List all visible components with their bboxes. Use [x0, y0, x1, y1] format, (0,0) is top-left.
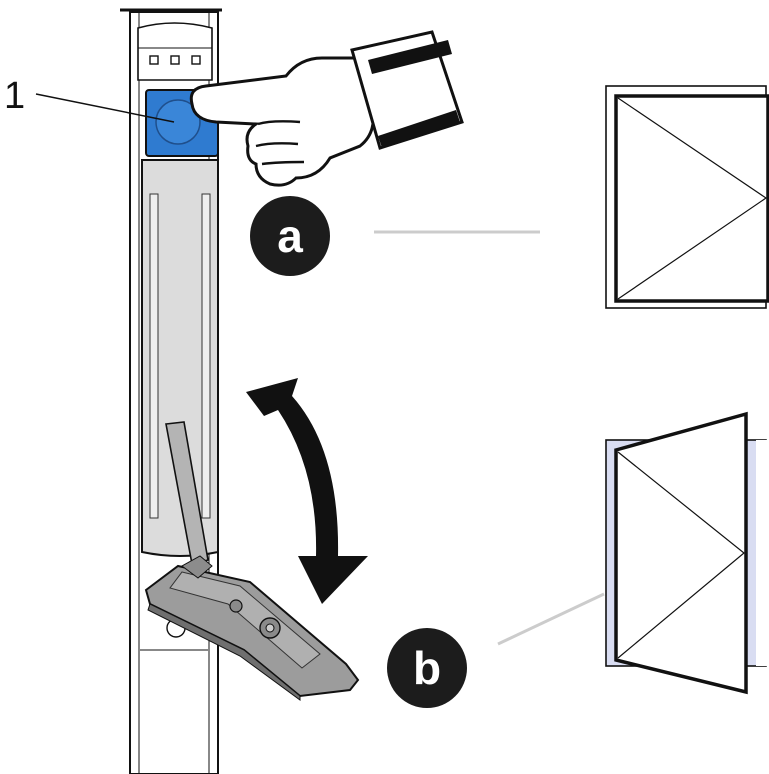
tilted-window-icon — [605, 411, 769, 695]
step-callout-b: b — [387, 592, 605, 708]
reference-label: 1 — [4, 75, 175, 123]
pointing-hand-icon — [189, 30, 464, 187]
handle-lever — [144, 421, 360, 701]
double-arrow-icon — [246, 378, 368, 604]
handle-cover — [141, 159, 219, 557]
step-label-a: a — [277, 210, 303, 262]
step-callout-a: a — [250, 196, 540, 276]
leader-line-b — [497, 592, 605, 646]
reference-number: 1 — [4, 75, 25, 117]
step-label-b: b — [413, 642, 441, 694]
closed-window-icon — [605, 85, 769, 309]
